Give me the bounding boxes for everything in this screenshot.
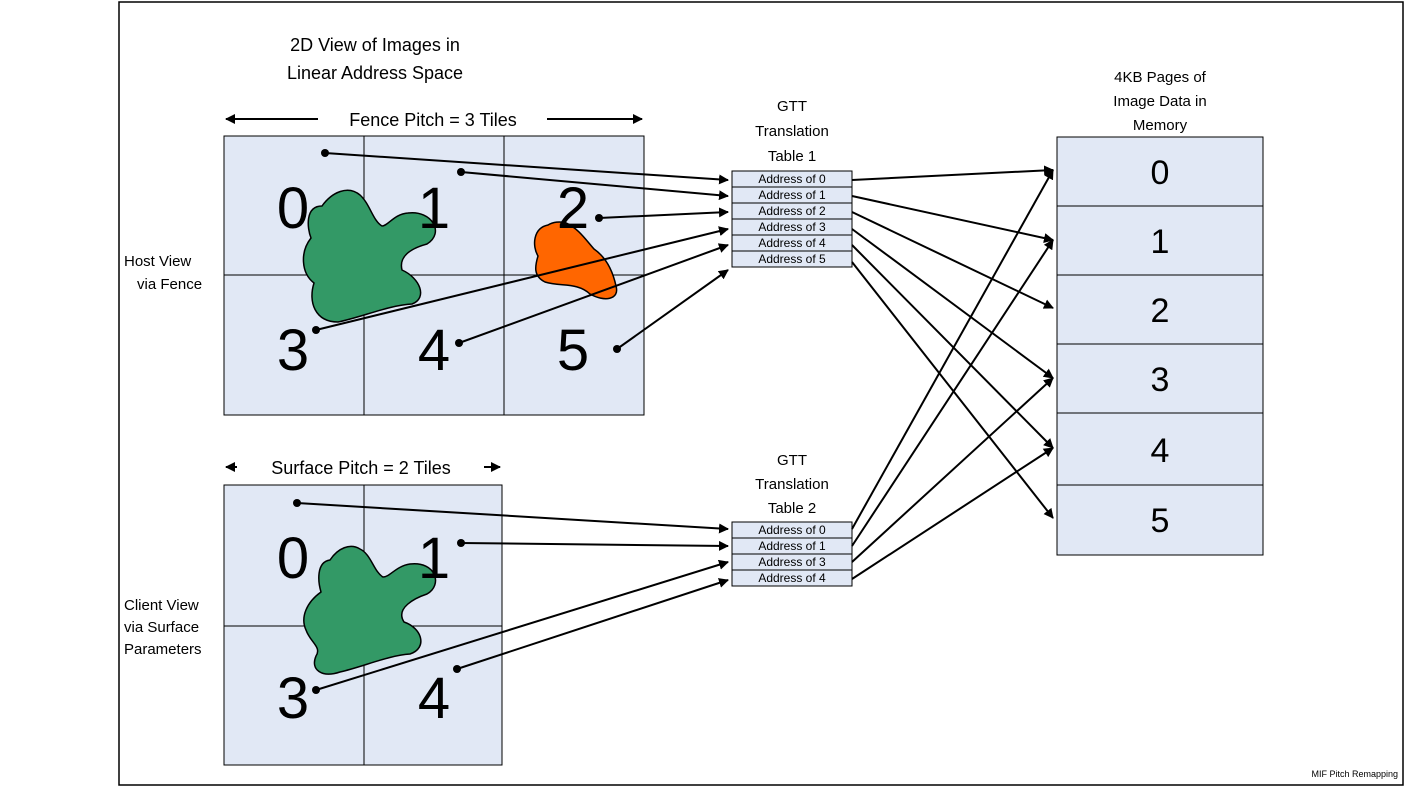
pages-title-line-3: Memory: [1133, 117, 1188, 134]
gtt1-title-line-2: Translation: [755, 123, 829, 140]
gtt1-row-1-label: Address of 1: [758, 188, 826, 202]
gtt2-title-line-3: Table 2: [768, 500, 816, 517]
client-view-label-line-3: Parameters: [124, 641, 202, 658]
memory-page-4: [1056, 412, 1264, 486]
pages-title-line-2: Image Data in: [1113, 93, 1206, 110]
memory-pages: 0 1 2 3 4 5: [1056, 136, 1264, 556]
memory-page-0-label: 0: [1151, 154, 1170, 192]
gtt2-table: Address of 0 Address of 1 Address of 3 A…: [731, 521, 853, 587]
memory-page-4-label: 4: [1151, 432, 1170, 470]
host-orange-blob: [533, 221, 618, 300]
client-view-grid: [223, 484, 503, 766]
client-tile-3: 3: [277, 666, 309, 731]
gtt2-title-line-2: Translation: [755, 476, 829, 493]
gtt1-row-3-label: Address of 3: [758, 220, 826, 234]
host-tile-3: 3: [277, 318, 309, 383]
memory-page-5: [1056, 484, 1264, 556]
gtt1-row-5-label: Address of 5: [758, 252, 826, 266]
host-green-blob: [302, 189, 437, 323]
client-green-blob: [303, 545, 437, 675]
gtt2-row-2-label: Address of 3: [758, 555, 826, 569]
client-tile-0: 0: [277, 526, 309, 591]
host-tile-2: 2: [557, 176, 589, 241]
host-view-label-line-1: Host View: [124, 253, 191, 270]
gtt1-row-0-label: Address of 0: [758, 172, 826, 186]
client-tile-1: 1: [418, 526, 450, 591]
host-tile-5: 5: [557, 318, 589, 383]
gtt1-title-line-3: Table 1: [768, 148, 816, 165]
memory-page-3-label: 3: [1151, 361, 1170, 399]
gtt1-row-4-label: Address of 4: [758, 236, 826, 250]
gtt1-table: Address of 0 Address of 1 Address of 2 A…: [731, 170, 853, 268]
client-view-label-line-1: Client View: [124, 597, 199, 614]
gtt2-title-line-1: GTT: [777, 452, 807, 469]
memory-page-2: [1056, 274, 1264, 345]
gtt2-row-0-label: Address of 0: [758, 523, 826, 537]
memory-page-5-label: 5: [1151, 502, 1170, 540]
memory-page-1-label: 1: [1151, 223, 1170, 261]
pages-title-line-1: 4KB Pages of: [1114, 69, 1207, 86]
gtt1-title-line-1: GTT: [777, 98, 807, 115]
host-view-label-line-2: via Fence: [137, 276, 202, 293]
client-tile-4: 4: [418, 666, 450, 731]
client-view-label-line-2: via Surface: [124, 619, 199, 636]
client-to-gtt2-arrows: [293, 499, 729, 694]
memory-page-0: [1056, 136, 1264, 207]
gtt2-row-3-label: Address of 4: [758, 571, 826, 585]
diagram-title-line-2: Linear Address Space: [287, 63, 463, 83]
surface-pitch-label: Surface Pitch = 2 Tiles: [271, 458, 451, 478]
host-tile-1: 1: [418, 176, 450, 241]
host-tile-0: 0: [277, 176, 309, 241]
memory-page-2-label: 2: [1151, 292, 1170, 330]
gtt2-row-1-label: Address of 1: [758, 539, 826, 553]
host-tile-4: 4: [418, 318, 450, 383]
gtt2-to-pages-arrows: [851, 169, 1054, 580]
gtt1-row-5: [731, 250, 853, 268]
footer-caption: MIF Pitch Remapping: [1311, 769, 1398, 779]
diagram-title-line-1: 2D View of Images in: [290, 35, 460, 55]
gtt1-row-2-label: Address of 2: [758, 204, 826, 218]
fence-pitch-label: Fence Pitch = 3 Tiles: [349, 110, 517, 130]
host-to-gtt1-arrows: [312, 149, 729, 353]
